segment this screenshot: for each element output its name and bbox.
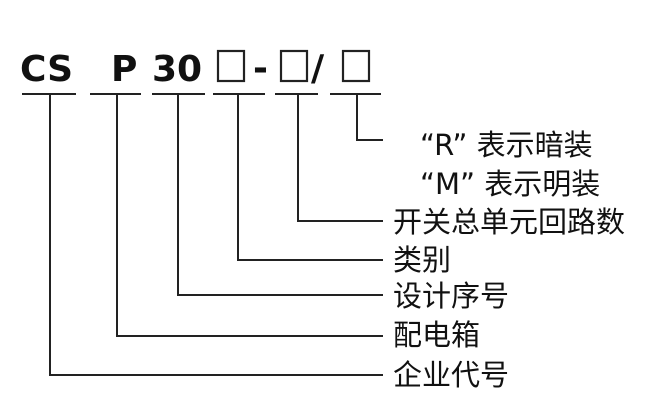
label-concealed: “R” 表示暗装 [420, 128, 593, 162]
label-design-serial: 设计序号 [393, 279, 509, 313]
code-p: P [111, 49, 137, 90]
placeholder-box-mounting [341, 49, 371, 83]
leader-line-category [237, 94, 383, 261]
code-30: 30 [152, 49, 202, 90]
code-slash: / [311, 48, 325, 89]
leader-line-mounting [356, 94, 383, 141]
label-company: 企业代号 [393, 358, 509, 392]
leader-line-distribution-box [116, 94, 383, 337]
leader-line-company [49, 94, 383, 376]
leader-line-switch-units [297, 94, 383, 222]
label-category: 类别 [393, 243, 451, 277]
label-surface: “M” 表示明装 [420, 167, 600, 201]
code-cs: CS [20, 49, 73, 90]
label-switch-units: 开关总单元回路数 [393, 205, 625, 239]
placeholder-box-category [216, 49, 246, 83]
leader-line-design-serial [177, 94, 383, 296]
label-distribution-box: 配电箱 [393, 318, 480, 352]
placeholder-box-switch-units [279, 49, 309, 83]
code-dash: - [253, 48, 268, 89]
